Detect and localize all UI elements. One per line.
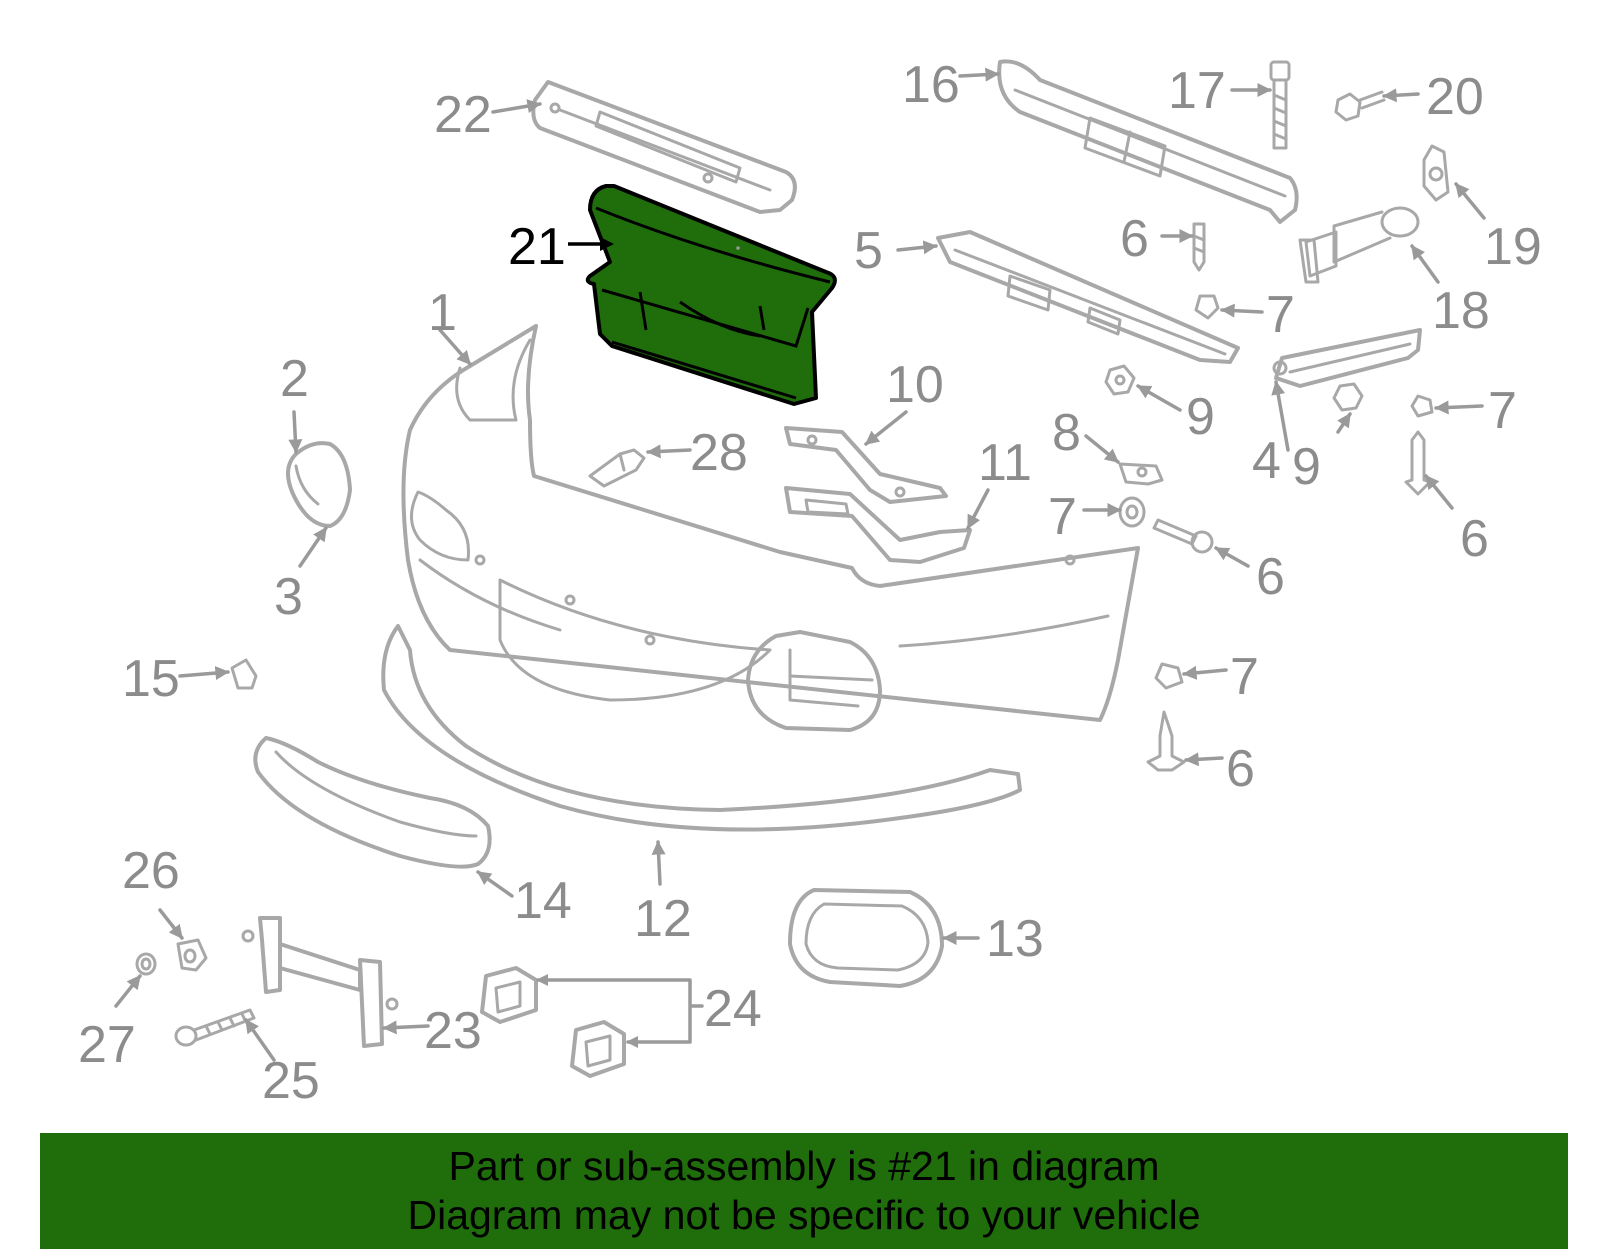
callout-21: 21 [508,218,566,276]
banner-line-disclaimer: Diagram may not be specific to your vehi… [407,1192,1201,1238]
callout-15: 15 [122,650,180,708]
callout-2: 2 [280,350,309,408]
part-9-nut-b [1332,382,1364,412]
part-22-upper-grille [531,80,797,214]
part-24-mount-block-b [570,1020,626,1078]
callout-27: 27 [78,1016,136,1074]
callout-28: 28 [690,424,748,482]
callout-1: 1 [428,284,457,342]
callout-16: 16 [902,56,960,114]
callout-23: 23 [424,1002,482,1060]
part-1-bumper-cover [401,324,1140,732]
callout-10: 10 [886,356,944,414]
callout-9-b: 9 [1292,438,1321,496]
callout-3: 3 [274,568,303,626]
part-7-clip-c [1118,496,1146,528]
part-4-side-bracket [1272,328,1422,388]
part-9-nut-a [1104,364,1136,396]
part-15-clip [230,658,258,690]
part-18-tow-tube [1298,206,1420,284]
callout-7-d: 7 [1230,648,1259,706]
callout-6-right: 6 [1460,510,1489,568]
callout-19: 19 [1484,218,1542,276]
callout-5: 5 [854,222,883,280]
part-12-front-spoiler [381,624,1022,832]
part-26-grommet [176,938,208,972]
part-23-bracket [241,916,399,1048]
callout-12: 12 [634,890,692,948]
part-27-washer [135,952,157,976]
part-6-screw-right [1404,430,1432,496]
callout-7-c: 7 [1048,488,1077,546]
part-2-fog-light [286,441,352,528]
part-6-screw-upper [1192,222,1206,272]
callout-6-lower: 6 [1226,740,1255,798]
callout-20: 20 [1426,68,1484,126]
callout-4: 4 [1252,432,1281,490]
callout-8: 8 [1052,404,1081,462]
part-21-highlighted-carrier [585,184,837,406]
callout-11: 11 [978,434,1032,492]
callout-22: 22 [434,86,492,144]
callout-13: 13 [986,910,1044,968]
part-7-clip-a [1194,294,1220,320]
callout-9-a: 9 [1186,388,1215,446]
callout-17: 17 [1168,62,1226,120]
part-28-pin-clip [588,448,646,488]
callout-6-upper: 6 [1120,210,1149,268]
part-17-bolt [1269,60,1291,150]
leader-lines [114,67,1486,1062]
callout-7-b: 7 [1488,382,1517,440]
callout-25: 25 [262,1052,320,1110]
part-13-fog-surround [788,888,944,988]
part-10-upper-bracket [784,426,948,504]
part-6-screw-mid [1152,518,1214,554]
part-7-clip-d [1154,662,1184,690]
part-11-lower-bracket [784,486,972,564]
callout-6-mid: 6 [1256,548,1285,606]
callout-24: 24 [704,980,762,1038]
part-25-bolt [174,1008,256,1047]
info-banner: Part or sub-assembly is #21 in diagram D… [40,1133,1568,1249]
leader-21-arrow [600,237,614,251]
part-16-impact-beam [997,59,1299,224]
callout-7-a: 7 [1266,286,1295,344]
part-14-lower-grille-trim [253,736,492,869]
callout-14: 14 [514,872,572,930]
part-19-bracket [1422,144,1450,202]
part-6-screw-lower [1146,710,1186,772]
part-5-support-rail [936,230,1240,364]
part-7-clip-b [1410,394,1434,418]
part-20-flange-bolt [1334,90,1386,122]
callout-18: 18 [1432,282,1490,340]
part-24-mount-block-a [480,966,538,1024]
callout-labels: 1 2 3 4 5 6 6 6 6 7 7 7 7 8 9 9 10 11 12… [78,56,1542,1110]
callout-26: 26 [122,842,180,900]
banner-line-part: Part or sub-assembly is #21 in diagram [448,1143,1160,1189]
part-8-clip-nut [1118,462,1164,486]
